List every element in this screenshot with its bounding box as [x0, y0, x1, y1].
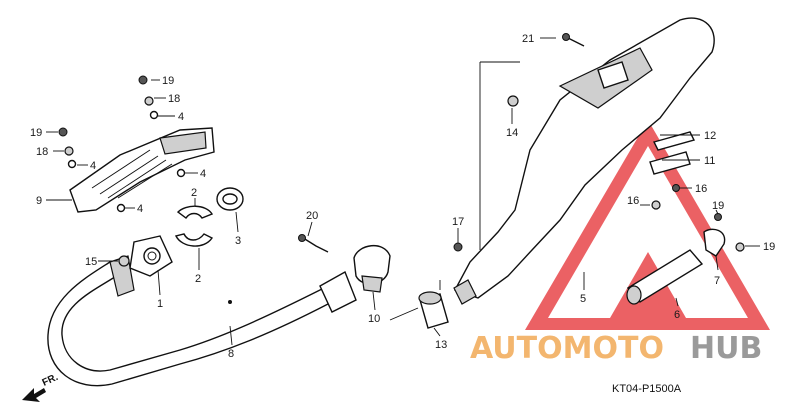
watermark-auto: AUTOMOTO	[470, 331, 664, 366]
callout-4-c: 4	[200, 168, 206, 180]
exhaust-joint-seal	[418, 291, 449, 329]
diagram-code: KT04-P1500A	[612, 383, 682, 395]
heat-shield	[69, 127, 215, 213]
exhaust-clamp	[353, 245, 391, 293]
muffler-bolts	[453, 33, 745, 252]
callout-5: 5	[580, 293, 586, 305]
callout-7: 7	[714, 275, 720, 287]
callout-17: 17	[452, 216, 464, 228]
callout-10: 10	[368, 313, 380, 325]
callout-14: 14	[506, 127, 518, 139]
callout-1: 1	[157, 298, 163, 310]
watermark-hub: HUB	[690, 331, 762, 366]
callout-3: 3	[235, 235, 241, 247]
callout-19-a: 19	[162, 75, 174, 87]
watermark-text: AUTOMOTO HUB	[470, 331, 762, 366]
callout-2-b: 2	[195, 273, 201, 285]
muffler-band	[649, 151, 691, 175]
callout-20: 20	[306, 210, 318, 222]
callout-19-b: 19	[30, 127, 42, 139]
small-fasteners-left	[58, 75, 329, 267]
leader-lines	[46, 37, 760, 346]
callout-15: 15	[85, 256, 97, 268]
callout-8: 8	[228, 348, 234, 360]
callout-19-d: 19	[763, 241, 775, 253]
callout-2-a: 2	[191, 187, 197, 199]
split-collar-lower	[174, 233, 214, 247]
front-direction-arrow: FR.	[22, 372, 60, 402]
callout-18-a: 18	[168, 93, 180, 105]
callout-18-b: 18	[36, 146, 48, 158]
callout-21: 21	[522, 33, 534, 45]
callout-4-b: 4	[90, 160, 96, 172]
tail-pipe	[626, 249, 704, 305]
callout-9: 9	[36, 195, 42, 207]
callout-labels: 19 18 4 19 18 4 4 4 9 15 1 2 2 3 8 20 10…	[30, 33, 775, 360]
callout-16-a: 16	[695, 183, 707, 195]
callout-4-a: 4	[178, 111, 184, 123]
exhaust-pipe	[47, 255, 357, 387]
callout-12: 12	[704, 130, 716, 142]
callout-16-b: 16	[627, 195, 639, 207]
front-marker-label: FR.	[41, 372, 60, 389]
exhaust-flange	[129, 235, 173, 277]
callout-11: 11	[704, 155, 715, 167]
callout-6: 6	[674, 309, 680, 321]
callout-4-d: 4	[137, 203, 143, 215]
callout-19-c: 19	[712, 200, 724, 212]
exhaust-gasket	[216, 187, 244, 211]
callout-13: 13	[435, 339, 447, 351]
tail-clamp	[703, 228, 726, 257]
muffler	[453, 17, 715, 305]
split-collar-upper	[176, 205, 214, 220]
